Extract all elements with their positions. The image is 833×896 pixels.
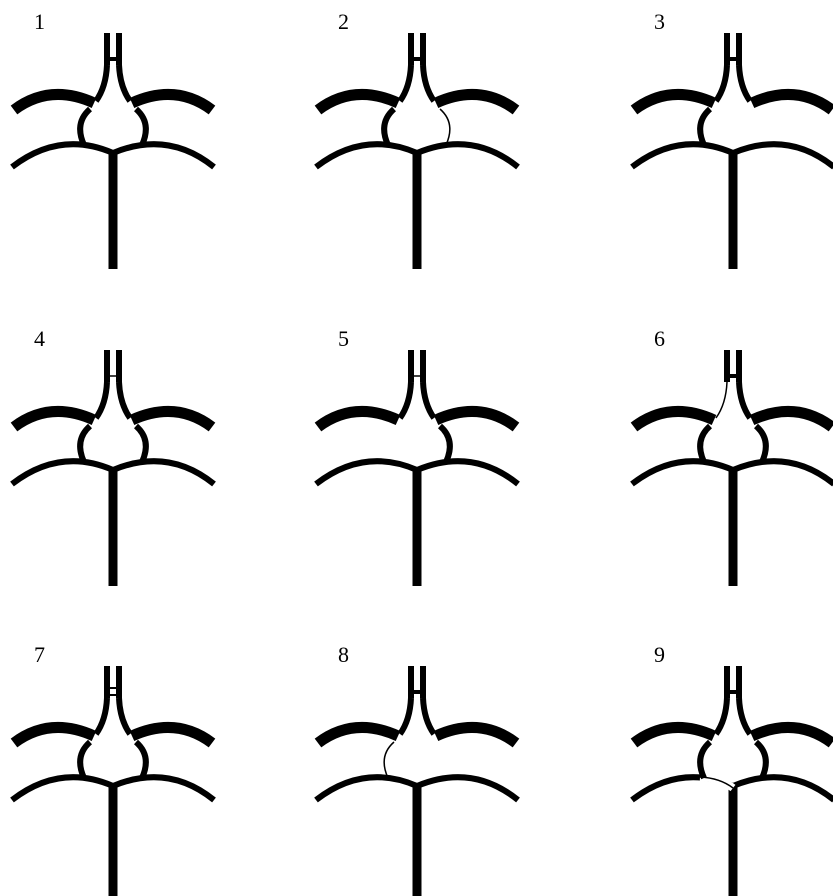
panel-label: 2 bbox=[338, 9, 349, 34]
panel-label: 1 bbox=[34, 9, 45, 34]
right-posterior-communicating-artery bbox=[753, 423, 769, 464]
left-anterior-cerebral-a1 bbox=[713, 64, 730, 103]
panel-3: 3 bbox=[630, 9, 833, 269]
left-posterior-cerebral-artery bbox=[10, 774, 115, 803]
left-posterior-communicating-artery bbox=[77, 739, 93, 780]
left-posterior-cerebral-artery bbox=[314, 141, 419, 170]
panel-label: 9 bbox=[654, 642, 665, 667]
left-middle-cerebral-artery bbox=[630, 722, 717, 748]
left-middle-cerebral-artery bbox=[314, 722, 401, 748]
right-middle-cerebral-artery bbox=[433, 722, 520, 748]
left-posterior-cerebral-artery bbox=[630, 458, 735, 487]
right-anterior-cerebral-a1 bbox=[420, 381, 437, 420]
right-posterior-communicating-artery bbox=[133, 739, 149, 780]
left-posterior-cerebral-artery bbox=[314, 774, 419, 803]
left-posterior-communicating-artery bbox=[697, 423, 713, 464]
panel-label: 6 bbox=[654, 326, 665, 351]
left-anterior-cerebral-a1 bbox=[397, 697, 414, 736]
left-middle-cerebral-artery bbox=[10, 89, 97, 115]
right-middle-cerebral-artery bbox=[433, 89, 520, 115]
right-posterior-communicating-artery bbox=[437, 423, 453, 464]
left-posterior-cerebral-artery bbox=[10, 458, 115, 487]
left-posterior-cerebral-artery bbox=[314, 458, 419, 487]
right-anterior-cerebral-a1 bbox=[736, 64, 753, 103]
right-posterior-communicating-artery bbox=[133, 423, 149, 464]
left-anterior-cerebral-a1 bbox=[93, 697, 110, 736]
right-posterior-cerebral-artery bbox=[111, 141, 216, 170]
left-anterior-cerebral-a1 bbox=[93, 381, 110, 420]
right-middle-cerebral-artery bbox=[749, 722, 833, 748]
right-posterior-cerebral-artery bbox=[731, 141, 833, 170]
right-anterior-cerebral-a1 bbox=[736, 697, 753, 736]
right-posterior-cerebral-artery bbox=[731, 774, 833, 803]
panel-1: 1 bbox=[10, 9, 216, 269]
left-posterior-communicating-artery bbox=[381, 106, 397, 147]
right-anterior-cerebral-a1 bbox=[736, 381, 753, 420]
panel-label: 7 bbox=[34, 642, 45, 667]
panel-label: 3 bbox=[654, 9, 665, 34]
right-middle-cerebral-artery bbox=[433, 406, 520, 432]
panel-9: 9 bbox=[630, 642, 833, 896]
left-anterior-cerebral-a1 bbox=[397, 381, 414, 420]
right-anterior-cerebral-a1 bbox=[116, 697, 133, 736]
left-middle-cerebral-artery bbox=[630, 406, 717, 432]
left-p1-gap bbox=[699, 773, 736, 792]
right-anterior-cerebral-a1 bbox=[116, 381, 133, 420]
right-posterior-communicating-artery bbox=[133, 106, 149, 147]
right-posterior-cerebral-artery bbox=[415, 458, 520, 487]
left-anterior-cerebral-a1 bbox=[397, 64, 414, 103]
left-posterior-communicating-artery bbox=[697, 106, 713, 147]
panel-5: 5 bbox=[314, 326, 520, 586]
right-middle-cerebral-artery bbox=[749, 406, 833, 432]
left-anterior-cerebral-a1 bbox=[713, 697, 730, 736]
right-anterior-cerebral-a1 bbox=[420, 697, 437, 736]
left-middle-cerebral-artery bbox=[314, 406, 401, 432]
left-posterior-communicating-hypoplastic bbox=[383, 741, 395, 779]
right-posterior-communicating-artery bbox=[753, 739, 769, 780]
left-middle-cerebral-artery bbox=[630, 89, 717, 115]
panel-label: 5 bbox=[338, 326, 349, 351]
right-middle-cerebral-artery bbox=[129, 89, 216, 115]
right-anterior-cerebral-a1 bbox=[116, 64, 133, 103]
panel-label: 4 bbox=[34, 326, 45, 351]
left-anterior-cerebral-a1 bbox=[93, 64, 110, 103]
left-posterior-cerebral-artery bbox=[630, 141, 735, 170]
left-posterior-communicating-artery bbox=[77, 106, 93, 147]
left-a1-hypoplastic bbox=[715, 381, 728, 419]
right-middle-cerebral-artery bbox=[129, 722, 216, 748]
right-posterior-cerebral-artery bbox=[415, 141, 520, 170]
left-posterior-communicating-artery bbox=[697, 739, 713, 780]
right-middle-cerebral-artery bbox=[749, 89, 833, 115]
right-posterior-communicating-hypoplastic bbox=[439, 108, 451, 146]
panel-label: 8 bbox=[338, 642, 349, 667]
left-middle-cerebral-artery bbox=[10, 406, 97, 432]
panel-6: 6 bbox=[630, 326, 833, 586]
left-middle-cerebral-artery bbox=[314, 89, 401, 115]
left-posterior-cerebral-artery bbox=[10, 141, 115, 170]
panel-2: 2 bbox=[314, 9, 520, 269]
right-posterior-cerebral-artery bbox=[111, 774, 216, 803]
right-posterior-cerebral-artery bbox=[415, 774, 520, 803]
left-posterior-communicating-artery bbox=[77, 423, 93, 464]
panel-8: 8 bbox=[314, 642, 520, 896]
panel-7: 7 bbox=[10, 642, 216, 896]
right-posterior-cerebral-artery bbox=[731, 458, 833, 487]
panel-4: 4 bbox=[10, 326, 216, 586]
left-middle-cerebral-artery bbox=[10, 722, 97, 748]
right-anterior-cerebral-a1 bbox=[420, 64, 437, 103]
right-posterior-cerebral-artery bbox=[111, 458, 216, 487]
right-middle-cerebral-artery bbox=[129, 406, 216, 432]
